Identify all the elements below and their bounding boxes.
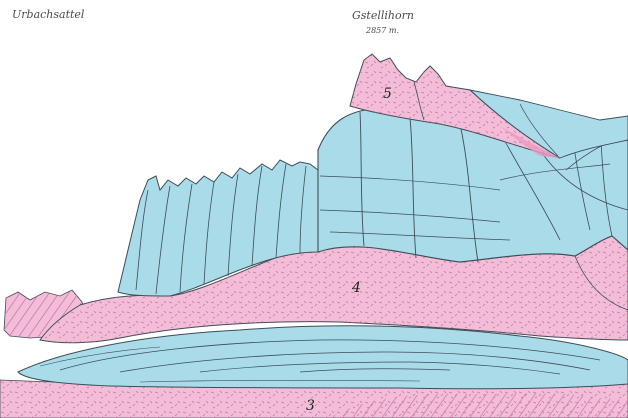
peak-height-label: 2857 m. bbox=[365, 26, 399, 35]
layer-4-label: 4 bbox=[351, 280, 361, 296]
peak-name-label: Gstellihorn bbox=[352, 9, 414, 22]
layer-3-label: 3 bbox=[306, 398, 315, 414]
layer-5-label: 5 bbox=[383, 86, 392, 102]
urbachsattel-label: Urbachsattel bbox=[12, 8, 85, 21]
